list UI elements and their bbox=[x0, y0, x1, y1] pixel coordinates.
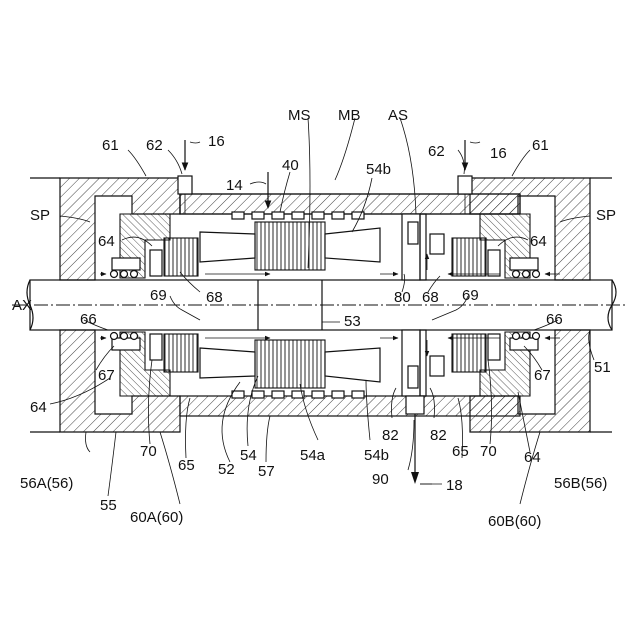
label-57: 57 bbox=[258, 463, 275, 480]
label-MS: MS bbox=[288, 107, 311, 124]
labels: 16 16 61 61 62 62 14 40 MS MB AS 54b SP … bbox=[12, 107, 616, 530]
label-60B: 60B(60) bbox=[488, 513, 541, 530]
label-40: 40 bbox=[282, 157, 299, 174]
label-AS: AS bbox=[388, 107, 408, 124]
label-54b-bottom: 54b bbox=[364, 447, 389, 464]
label-54: 54 bbox=[240, 447, 257, 464]
label-56B: 56B(56) bbox=[554, 475, 607, 492]
label-53: 53 bbox=[344, 313, 361, 330]
label-80: 80 bbox=[394, 289, 411, 306]
label-54b-top: 54b bbox=[366, 161, 391, 178]
label-64-lower-right: 64 bbox=[524, 449, 541, 466]
label-51: 51 bbox=[594, 359, 611, 376]
label-68-left: 68 bbox=[206, 289, 223, 306]
label-55: 55 bbox=[100, 497, 117, 514]
label-70-left: 70 bbox=[140, 443, 157, 460]
label-SP-left: SP bbox=[30, 207, 50, 224]
label-69-right: 69 bbox=[462, 287, 479, 304]
label-69-left: 69 bbox=[150, 287, 167, 304]
label-82-left: 82 bbox=[382, 427, 399, 444]
label-66-right: 66 bbox=[546, 311, 563, 328]
label-14: 14 bbox=[226, 177, 243, 194]
label-68-right: 68 bbox=[422, 289, 439, 306]
label-64-lower-left: 64 bbox=[30, 399, 47, 416]
label-AX: AX bbox=[12, 297, 32, 314]
stator-lower bbox=[200, 340, 380, 388]
label-56A: 56A(56) bbox=[20, 475, 73, 492]
housing-bottom bbox=[180, 396, 520, 416]
label-90: 90 bbox=[372, 471, 389, 488]
cooling-slots-top bbox=[232, 212, 364, 219]
stator-upper bbox=[200, 222, 380, 270]
label-62-right: 62 bbox=[428, 143, 445, 160]
label-70-right: 70 bbox=[480, 443, 497, 460]
label-60A: 60A(60) bbox=[130, 509, 183, 526]
label-64-upper-right: 64 bbox=[530, 233, 547, 250]
label-18: 18 bbox=[446, 477, 463, 494]
label-16-left: 16 bbox=[208, 133, 225, 150]
label-62-left: 62 bbox=[146, 137, 163, 154]
label-52: 52 bbox=[218, 461, 235, 478]
label-65-left: 65 bbox=[178, 457, 195, 474]
label-16-right: 16 bbox=[490, 145, 507, 162]
shaft bbox=[12, 280, 628, 330]
label-MB: MB bbox=[338, 107, 361, 124]
label-64-upper-left: 64 bbox=[98, 233, 115, 250]
label-61-right: 61 bbox=[532, 137, 549, 154]
label-61-left: 61 bbox=[102, 137, 119, 154]
label-67-right: 67 bbox=[534, 367, 551, 384]
label-SP-right: SP bbox=[596, 207, 616, 224]
label-54a: 54a bbox=[300, 447, 326, 464]
label-65-right: 65 bbox=[452, 443, 469, 460]
housing-top bbox=[180, 194, 520, 214]
label-67-left: 67 bbox=[98, 367, 115, 384]
label-82-right: 82 bbox=[430, 427, 447, 444]
label-66-left: 66 bbox=[80, 311, 97, 328]
